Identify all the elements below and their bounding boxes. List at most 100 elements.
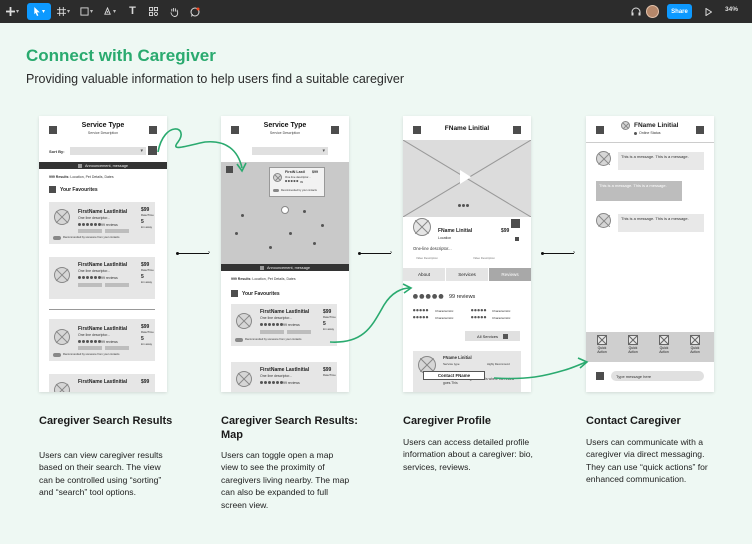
characteristic: Characteristic bbox=[492, 316, 511, 320]
map-pin[interactable] bbox=[289, 232, 292, 235]
back-icon[interactable] bbox=[596, 126, 604, 134]
favourites-icon bbox=[231, 290, 238, 297]
pen-tool-icon[interactable]: ▾ bbox=[101, 3, 118, 20]
flow-arrow: › bbox=[358, 250, 392, 256]
caption-title: Caregiver Profile bbox=[403, 415, 492, 427]
map-pin[interactable] bbox=[313, 242, 316, 245]
expand-map-icon[interactable] bbox=[226, 166, 233, 173]
card-price: $99 bbox=[141, 262, 150, 268]
map-view[interactable]: FirstN LastI One line descriptor... $99 … bbox=[221, 162, 349, 264]
text-tool-icon[interactable]: T bbox=[129, 5, 136, 17]
characteristic: Characteristic bbox=[435, 309, 454, 313]
profile-descriptor: One-line descriptor... bbox=[413, 246, 452, 251]
attach-icon[interactable] bbox=[596, 372, 604, 380]
profile-location: Location bbox=[438, 236, 452, 240]
card-desc: One line descriptor... bbox=[78, 216, 111, 220]
card-price: $99 bbox=[141, 324, 150, 330]
shape-tool-icon[interactable]: ▾ bbox=[78, 3, 95, 20]
caregiver-card[interactable]: FirstName LastInitial One line descripto… bbox=[49, 257, 155, 299]
menu-icon[interactable] bbox=[149, 126, 157, 134]
map-toggle-icon[interactable] bbox=[148, 146, 157, 155]
tag bbox=[78, 229, 102, 233]
avatar[interactable] bbox=[646, 5, 659, 18]
caption-title: Caregiver Search Results: Map bbox=[221, 415, 358, 441]
favourite-icon[interactable] bbox=[511, 219, 520, 228]
figma-menu-icon[interactable]: ▾ bbox=[4, 3, 21, 20]
tab-reviews[interactable]: Reviews bbox=[489, 268, 531, 281]
card-rate: Rate/Time bbox=[323, 373, 336, 377]
quick-action-button[interactable]: Quick Action bbox=[625, 335, 641, 354]
zoom-level[interactable]: 34% bbox=[725, 6, 739, 13]
sort-dropdown[interactable]: ▾ bbox=[252, 147, 328, 155]
rating-stars bbox=[471, 309, 487, 312]
all-services-button[interactable]: All Services bbox=[465, 331, 520, 341]
popup-avatar bbox=[273, 173, 282, 182]
characteristic: Characteristic bbox=[492, 309, 511, 313]
caregiver-card[interactable]: FirstName LastInitial One line descripto… bbox=[49, 319, 155, 361]
menu-icon[interactable] bbox=[513, 126, 521, 134]
map-pin[interactable] bbox=[241, 214, 244, 217]
card-price: $99 bbox=[323, 309, 332, 315]
quick-action-button[interactable]: Quick Action bbox=[656, 335, 672, 354]
chat-title: FName Linitial bbox=[634, 122, 679, 129]
caregiver-avatar bbox=[236, 371, 252, 387]
caregiver-card[interactable]: FirstName LastInitial One line descripto… bbox=[49, 202, 155, 244]
frame-tool-icon[interactable]: ▾ bbox=[55, 3, 72, 20]
map-popup[interactable]: FirstN LastI One line descriptor... $99 … bbox=[269, 167, 325, 197]
card-desc: One line descriptor... bbox=[78, 269, 111, 273]
back-icon[interactable] bbox=[413, 126, 421, 134]
carousel-dots[interactable] bbox=[458, 204, 469, 207]
caregiver-avatar bbox=[236, 313, 252, 329]
headphones-icon[interactable] bbox=[627, 3, 644, 20]
flow-arrow: › bbox=[541, 250, 575, 256]
card-desc: One line descriptor... bbox=[78, 333, 111, 337]
comment-icon[interactable] bbox=[186, 3, 203, 20]
rating-stars bbox=[413, 309, 429, 312]
tag bbox=[105, 229, 129, 233]
caregiver-card[interactable]: FirstName LastInitial One line descripto… bbox=[231, 362, 337, 392]
contact-button[interactable]: Contact FName bbox=[423, 371, 485, 380]
menu-icon[interactable] bbox=[696, 126, 704, 134]
tab-services[interactable]: Services bbox=[446, 268, 488, 281]
rating-stars bbox=[413, 294, 444, 299]
popup-desc: One line descriptor... bbox=[285, 175, 311, 179]
hand-tool-icon[interactable] bbox=[166, 3, 183, 20]
message-incoming: This is a message. This is a message. bbox=[618, 152, 704, 170]
sort-dropdown[interactable]: ▾ bbox=[70, 147, 146, 155]
move-tool-icon[interactable]: ▾ bbox=[27, 3, 51, 20]
card-name: FirstName LastInitial bbox=[78, 262, 128, 268]
contact-avatar bbox=[596, 213, 611, 228]
card-rate: Rate/Time bbox=[323, 315, 336, 319]
map-pin[interactable] bbox=[321, 224, 324, 227]
divider bbox=[586, 142, 714, 143]
card-distance: 5 bbox=[141, 336, 144, 342]
play-icon[interactable] bbox=[700, 3, 717, 20]
message-input[interactable]: Type message here bbox=[611, 371, 704, 381]
map-pin[interactable] bbox=[269, 246, 272, 249]
card-distance-unit: km away bbox=[141, 280, 153, 284]
caregiver-card[interactable]: FirstName LastInitial One line descripto… bbox=[231, 304, 337, 346]
tab-about[interactable]: About bbox=[403, 268, 445, 281]
caregiver-card[interactable]: FirstName LastInitial $99 bbox=[49, 374, 155, 392]
sort-label: Sort By: bbox=[49, 149, 65, 154]
popup-name: FirstN LastI bbox=[285, 170, 305, 174]
map-pin[interactable] bbox=[235, 232, 238, 235]
card-name: FirstName LastInitial bbox=[260, 367, 310, 373]
menu-icon[interactable] bbox=[331, 126, 339, 134]
map-pin[interactable] bbox=[303, 210, 306, 213]
play-icon[interactable] bbox=[460, 170, 471, 184]
caregiver-avatar bbox=[54, 329, 70, 345]
profile-reviews-count: 99 reviews bbox=[449, 294, 476, 300]
share-button[interactable]: Share bbox=[667, 4, 692, 19]
quick-action-button[interactable]: Quick Action bbox=[687, 335, 703, 354]
components-icon[interactable] bbox=[145, 3, 162, 20]
card-reviews: 99 reviews bbox=[283, 323, 300, 327]
quick-action-button[interactable]: Quick Action bbox=[594, 335, 610, 354]
favourites-heading: Your Favourites bbox=[60, 187, 98, 193]
screen-profile: FName Linitial FName Linitial Location $… bbox=[403, 116, 531, 392]
results-count: 999 Results: Location, Pet Details, Date… bbox=[49, 175, 114, 179]
profile-video[interactable] bbox=[403, 140, 531, 217]
rating-stars bbox=[260, 381, 283, 384]
back-icon[interactable] bbox=[49, 126, 57, 134]
divider bbox=[49, 309, 155, 310]
